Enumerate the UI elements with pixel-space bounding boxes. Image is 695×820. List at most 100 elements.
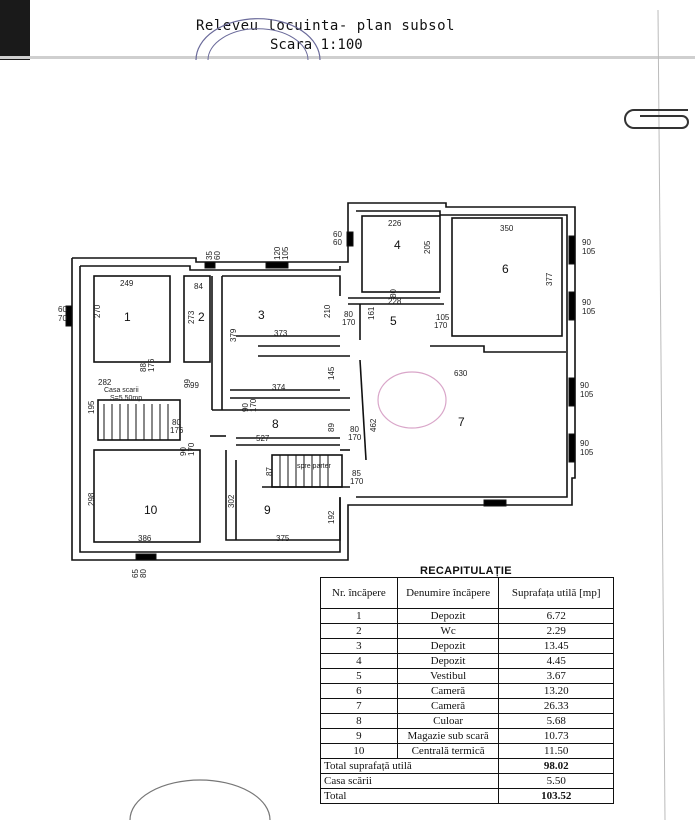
room-label-6: 6 [502,262,509,276]
dim-text: 379 [229,328,238,342]
cell-area: 5.68 [498,713,614,729]
dim-text: 90 [580,381,589,390]
dim-text: 105 [580,390,594,399]
drawing-title: Releveu locuinta- plan subsol [196,18,455,34]
stair-area-label: Casa scării [319,773,500,789]
dim-text: 205 [423,240,432,254]
dim-text: 65 [131,569,140,578]
dim-text: 228 [388,297,402,306]
room-label-2: 2 [198,310,205,324]
header-nr: Nr. încăpere [320,577,398,609]
room-label-5: 5 [390,314,397,328]
dim-text: 302 [227,494,236,508]
dim-text: 192 [327,510,336,524]
dim-text: 210 [323,304,332,318]
dim-text: 226 [388,219,402,228]
dim-text: 273 [187,310,196,324]
dim-text: 70 [58,314,67,323]
window-markers [65,231,576,561]
dim-text: 90 [179,447,188,456]
dim-text: 170 [350,477,364,486]
official-stamp-top [195,18,321,61]
cell-nr: 9 [320,728,398,744]
cell-name: Depozit [396,638,500,654]
total-value: 103.52 [498,788,614,804]
total-useful-value: 98.02 [498,758,614,774]
pink-stamp [377,371,447,429]
cell-name: Cameră [396,698,500,714]
cell-area: 11.50 [498,743,614,759]
header-name: Denumire încăpere [396,577,500,609]
cell-area: 13.20 [498,683,614,699]
room-label-3: 3 [258,308,265,322]
cell-area: 6.72 [498,608,614,624]
cell-area: 10.73 [498,728,614,744]
dim-text: 176 [170,426,184,435]
dim-text: 89 [327,423,336,432]
stair-area-value: 5.50 [498,773,614,789]
cell-nr: 10 [320,743,398,759]
dim-text: 270 [93,304,102,318]
cell-name: Depozit [396,653,500,669]
dim-text: 105 [580,448,594,457]
scan-right-edge [657,9,666,820]
stair-row: Casa scării 5.50 [319,773,614,789]
dim-text: 170 [342,318,356,327]
dim-text: 145 [327,366,336,380]
dim-text: 195 [87,400,96,414]
dim-text: 80 [172,418,181,427]
cell-name: Culoar [396,713,500,729]
room-label-4: 4 [394,238,401,252]
dim-text: 60 [213,251,222,260]
cell-nr: 6 [320,683,398,699]
dim-text: 120 [273,246,282,260]
cell-nr: 5 [320,668,398,684]
cell-nr: 8 [320,713,398,729]
dim-text: 161 [367,306,376,320]
dim-text: 99 [190,381,199,390]
cell-area: 3.67 [498,668,614,684]
cell-area: 2.29 [498,623,614,639]
cell-area: 13.45 [498,638,614,654]
room-label-7: 7 [458,415,465,429]
room-label-1: 1 [124,310,131,324]
cell-nr: 4 [320,653,398,669]
dim-text: 462 [369,418,378,432]
dim-text: 170 [434,321,448,330]
dim-text: 176 [147,358,156,372]
dim-text: 80 [350,425,359,434]
dim-text: 170 [348,433,362,442]
cell-nr: 1 [320,608,398,624]
header-area: Suprafața utilă [mp] [498,577,614,609]
dim-text: 60 [333,230,342,239]
cell-nr: 7 [320,698,398,714]
dim-text: 88 [139,363,148,372]
dim-text: 84 [194,282,203,291]
dim-text: 170 [249,398,258,412]
cell-area: 4.45 [498,653,614,669]
room-label-10: 10 [144,503,158,517]
total-label: Total [319,788,500,804]
dim-text: 375 [276,534,290,543]
total-row: Total 103.52 [319,788,614,804]
cell-nr: 3 [320,638,398,654]
dim-text: 630 [454,369,468,378]
stair-label: Casa scarii [104,387,139,394]
cell-name: Vestibul [396,668,500,684]
dim-text: 170 [187,442,196,456]
dim-text: 298 [87,492,96,506]
cell-name: Wc [396,623,500,639]
sheet-fold-line [0,56,695,59]
dim-text: 90 [582,238,591,247]
dim-text: 527 [256,434,270,443]
recap-header-row: Nr. încăpere Denumire încăpere Suprafața… [320,577,614,609]
